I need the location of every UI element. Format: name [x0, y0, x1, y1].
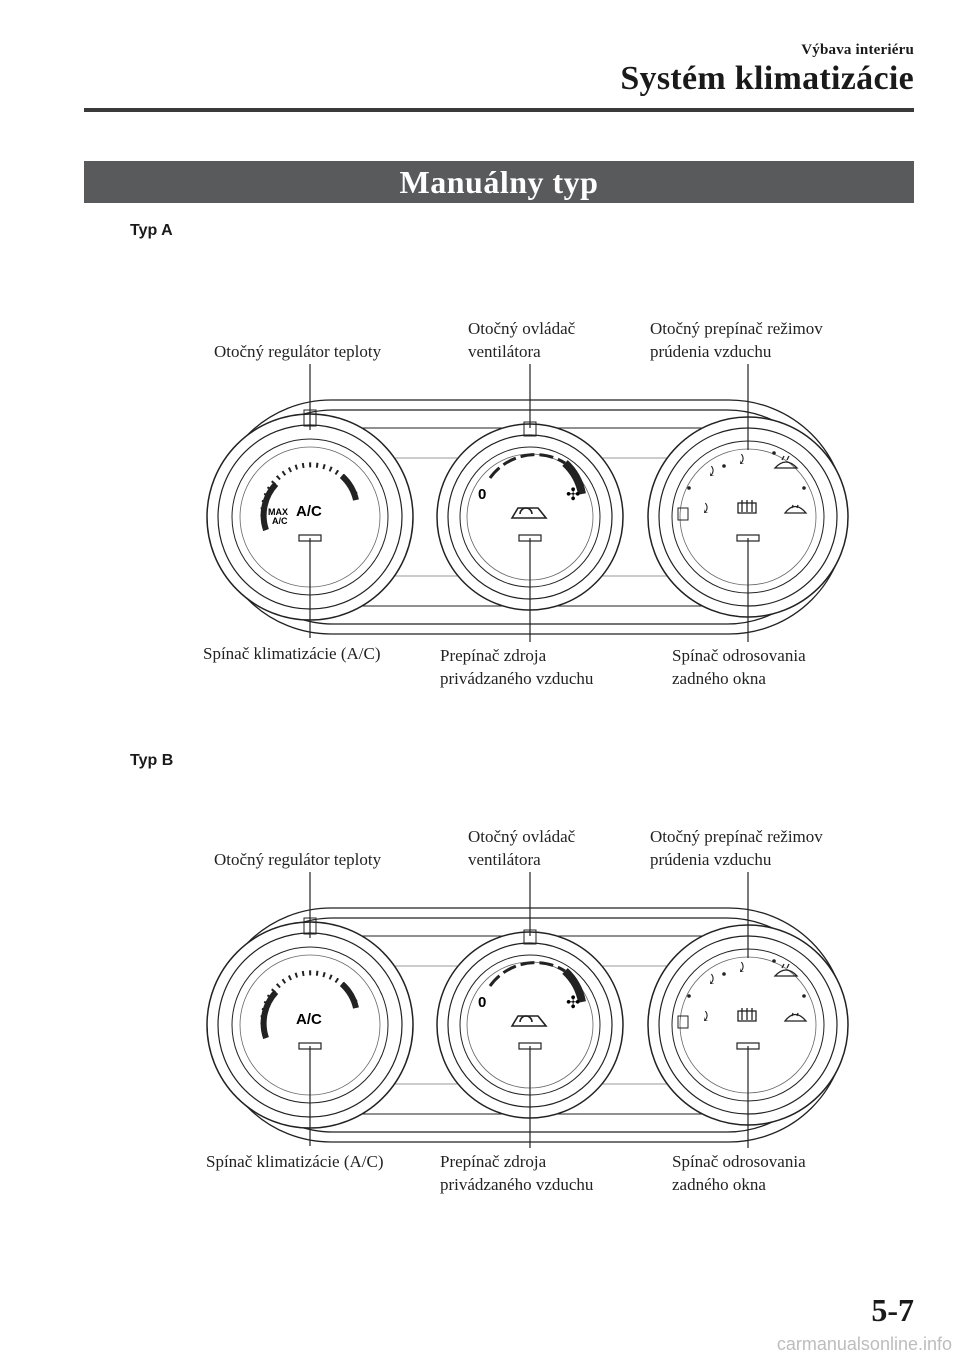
car-recirculation-icon [510, 1015, 548, 1027]
typ-b-leader-lines [309, 872, 749, 1148]
fan-icon: ✣ [566, 485, 580, 504]
typ-b-temp-dial-label: Otočný regulátor teploty [214, 850, 382, 869]
rear-defrost-icon [737, 500, 757, 514]
typ-b-control-panel: A/C 0 ✣ ⤸ ⤸ ⤸ [206, 907, 849, 1143]
car-recirculation-icon [510, 507, 548, 519]
windshield-defrost-icon [773, 963, 808, 1022]
typ-b-label: Typ B [130, 752, 174, 769]
typ-b-mode-dial-label: Otočný prepínač režimov prúdenia vzduchu [650, 827, 823, 869]
fan-icon: ✣ [566, 993, 580, 1012]
header-title: Systém klimatizácie [620, 60, 914, 97]
typ-a-mode-dial-label: Otočný prepínač režimov prúdenia vzduchu [650, 319, 823, 361]
typ-b-recirc-label: Prepínač zdroja privádzaného vzduchu [440, 1152, 594, 1194]
section-banner: Manuálny typ [84, 161, 914, 203]
footer-watermark: carmanualsonline.info [776, 1334, 952, 1354]
max-ac-text: MAX [268, 507, 288, 517]
svg-text:⤸: ⤸ [700, 1010, 712, 1025]
typ-b-ac-label: Spínač klimatizácie (A/C) [206, 1152, 384, 1171]
svg-text:⤸: ⤸ [736, 961, 748, 976]
svg-text:⤸: ⤸ [706, 973, 718, 988]
fan-zero-text: 0 [478, 994, 486, 1011]
svg-text:⤸: ⤸ [700, 502, 712, 517]
header-rule [84, 108, 914, 112]
rear-defrost-icon [737, 1008, 757, 1022]
typ-a-temp-dial-label: Otočný regulátor teploty [214, 342, 382, 361]
fan-knob[interactable] [436, 421, 624, 611]
svg-text:⤸: ⤸ [736, 453, 748, 468]
airflow-mode-icons: ⤸ ⤸ ⤸ [687, 959, 806, 1025]
typ-a-ac-label: Spínač klimatizácie (A/C) [203, 644, 381, 663]
svg-text:⤸: ⤸ [706, 465, 718, 480]
fan-zero-text: 0 [478, 486, 486, 503]
airflow-mode-icons: ⤸ ⤸ ⤸ [687, 451, 806, 517]
typ-a-leader-lines [309, 364, 749, 642]
max-ac-sub-text: A/C [272, 516, 288, 526]
typ-b-defrost-label: Spínač odrosovania zadného okna [672, 1152, 806, 1194]
typ-a-fan-dial-label: Otočný ovládač ventilátora [468, 319, 576, 361]
typ-a-defrost-label: Spínač odrosovania zadného okna [672, 646, 806, 688]
ac-text: A/C [296, 1011, 322, 1028]
windshield-defrost-icon [773, 455, 808, 514]
typ-b-fan-dial-label: Otočný ovládač ventilátora [468, 827, 576, 869]
page-number: 5-7 [871, 1292, 914, 1328]
header-section: Výbava interiéru [801, 42, 914, 58]
typ-a-recirc-label: Prepínač zdroja privádzaného vzduchu [440, 646, 594, 688]
ac-text: A/C [296, 503, 322, 520]
typ-a-label: Typ A [130, 222, 173, 239]
